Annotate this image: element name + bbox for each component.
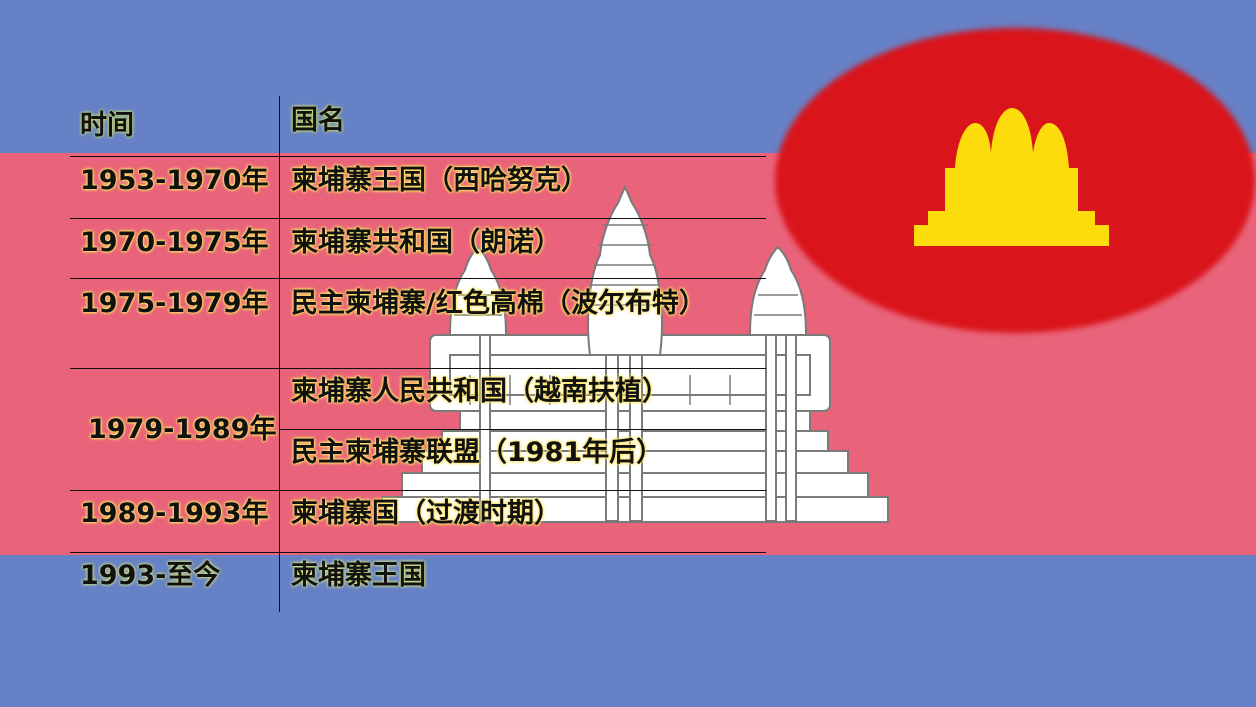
row-5-name: 柬埔寨国（过渡时期） bbox=[291, 498, 561, 529]
angkor-wat-icon bbox=[381, 185, 889, 523]
table-column-divider bbox=[279, 96, 280, 612]
header-country-name: 国名 bbox=[291, 105, 345, 136]
table-row-divider bbox=[70, 278, 766, 279]
table-subrow-divider bbox=[280, 429, 766, 430]
row-1-period: 1953-1970年 bbox=[80, 165, 269, 196]
table-row-divider bbox=[70, 490, 766, 491]
table-row-divider bbox=[70, 368, 766, 369]
row-3-name: 民主柬埔寨/红色高棉（波尔布特） bbox=[291, 288, 706, 319]
row-4-name-a: 柬埔寨人民共和国（越南扶植） bbox=[291, 376, 669, 407]
background-band-bottom bbox=[0, 555, 1256, 707]
row-5-period: 1989-1993年 bbox=[80, 498, 269, 529]
table-row-divider bbox=[70, 218, 766, 219]
table-row-divider bbox=[70, 552, 766, 553]
row-6-name: 柬埔寨王国 bbox=[291, 560, 426, 591]
row-6-period: 1993-至今 bbox=[80, 560, 221, 591]
row-4-name-b: 民主柬埔寨联盟（1981年后） bbox=[291, 437, 664, 468]
table-row-divider bbox=[70, 156, 766, 157]
row-2-period: 1970-1975年 bbox=[80, 227, 269, 258]
header-period: 时间 bbox=[80, 110, 134, 141]
row-2-name: 柬埔寨共和国（朗诺） bbox=[291, 227, 561, 258]
row-4-period: 1979-1989年 bbox=[88, 414, 277, 445]
row-3-period: 1975-1979年 bbox=[80, 288, 269, 319]
yellow-temple-icon bbox=[914, 108, 1109, 246]
row-1-name: 柬埔寨王国（西哈努克） bbox=[291, 165, 588, 196]
